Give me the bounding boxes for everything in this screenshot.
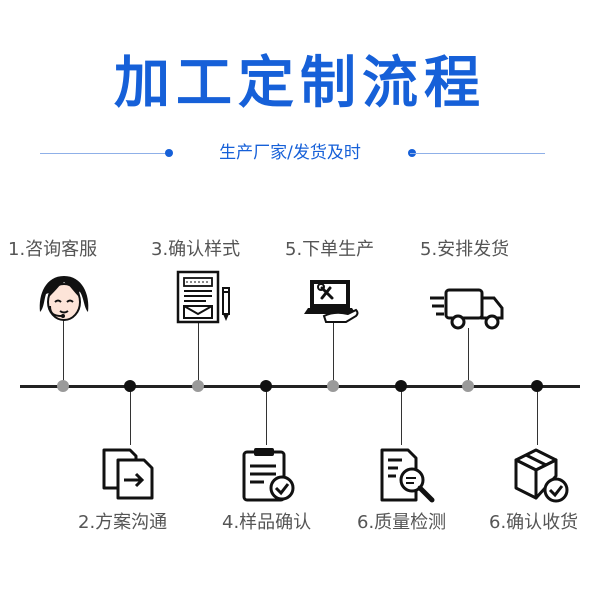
document-exchange-icon [102, 448, 154, 500]
subtitle-row: 生产厂家/发货及时 [0, 140, 600, 168]
step-1-label: 1.咨询客服 [8, 239, 98, 260]
node-step-3 [192, 380, 204, 392]
design-sheet-icon [176, 270, 230, 324]
subtitle-left-line [40, 153, 168, 154]
connector-step-7 [468, 328, 469, 382]
timeline-axis [20, 385, 580, 388]
laptop-tools-icon [304, 280, 359, 323]
connector-step-1 [63, 300, 64, 382]
step-6-label: 6.质量检测 [357, 512, 447, 533]
subtitle: 生产厂家/发货及时 [219, 143, 361, 163]
connector-step-5 [333, 322, 334, 382]
node-step-8 [531, 380, 543, 392]
page-title: 加工定制流程 [114, 51, 486, 116]
clipboard-check-icon [242, 448, 295, 502]
connector-step-2 [130, 390, 131, 445]
package-check-icon [514, 448, 569, 503]
node-step-6 [395, 380, 407, 392]
connector-step-8 [537, 390, 538, 445]
step-2-label: 2.方案沟通 [78, 512, 168, 533]
document-search-icon [380, 448, 435, 503]
node-step-5 [327, 380, 339, 392]
step-4-label: 4.样品确认 [222, 512, 312, 533]
subtitle-left-dot [165, 149, 173, 157]
step-5-label: 5.下单生产 [285, 239, 375, 260]
node-step-2 [124, 380, 136, 392]
delivery-truck-icon [430, 288, 504, 330]
connector-step-4 [266, 390, 267, 445]
customer-service-icon [39, 276, 89, 321]
subtitle-right-line [410, 153, 545, 154]
step-7-label: 5.安排发货 [420, 239, 510, 260]
node-step-7 [462, 380, 474, 392]
connector-step-6 [401, 390, 402, 445]
node-step-1 [57, 380, 69, 392]
step-3-label: 3.确认样式 [151, 239, 241, 260]
connector-step-3 [198, 318, 199, 382]
node-step-4 [260, 380, 272, 392]
step-8-label: 6.确认收货 [489, 512, 579, 533]
